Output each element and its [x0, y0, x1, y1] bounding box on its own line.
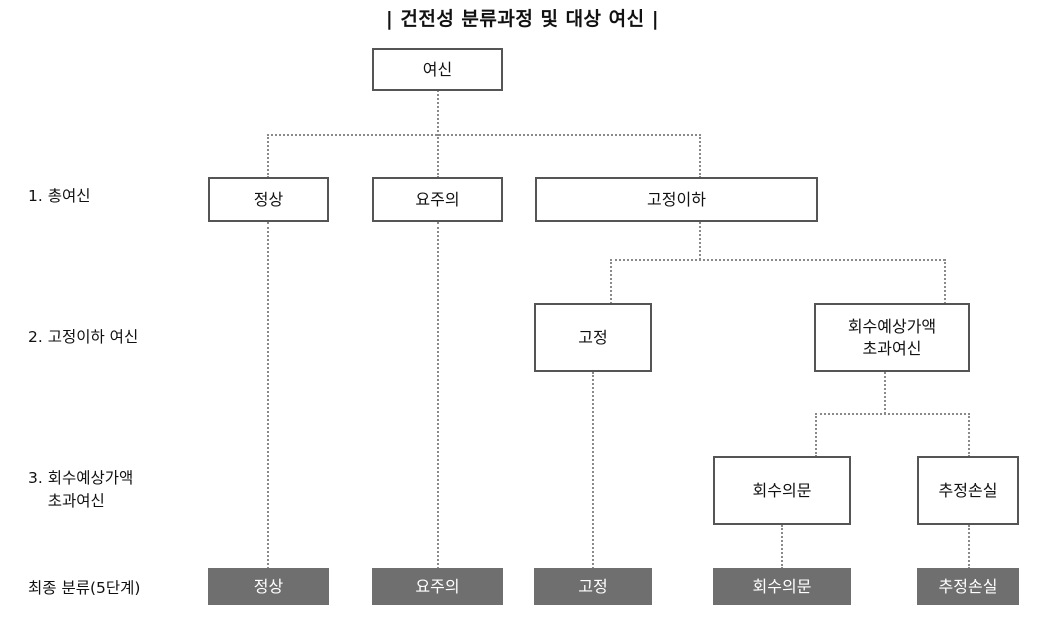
connector-substandard-below-down [699, 222, 701, 260]
node-final-doubtful[interactable]: 회수의문 [713, 568, 851, 605]
connector-excess-recoverable-down [884, 372, 886, 414]
connector-substandard-to-final [592, 372, 594, 569]
connector-level3-bus [815, 413, 970, 415]
connector-precautionary-to-final [437, 222, 439, 569]
connector-to-excess-recoverable [944, 259, 946, 304]
connector-to-substandard [610, 259, 612, 304]
connector-estimated-loss-to-final [968, 525, 970, 569]
node-final-substandard[interactable]: 고정 [534, 568, 652, 605]
node-root[interactable]: 여신 [372, 48, 503, 91]
node-estimated-loss[interactable]: 추정손실 [917, 456, 1019, 525]
row-label-total-credit: 1. 총여신 [28, 187, 91, 205]
node-final-precautionary[interactable]: 요주의 [372, 568, 503, 605]
node-final-estimated-loss[interactable]: 추정손실 [917, 568, 1019, 605]
connector-to-normal [267, 134, 269, 178]
node-final-normal[interactable]: 정상 [208, 568, 329, 605]
row-label-final-classification: 최종 분류(5단계) [28, 579, 141, 597]
node-substandard-below[interactable]: 고정이하 [535, 177, 818, 222]
node-normal[interactable]: 정상 [208, 177, 329, 222]
connector-to-estimated-loss [968, 413, 970, 457]
node-excess-recoverable[interactable]: 회수예상가액 초과여신 [814, 303, 970, 372]
node-precautionary[interactable]: 요주의 [372, 177, 503, 222]
connector-to-precautionary [437, 134, 439, 178]
connector-level1-bus [267, 134, 701, 136]
connector-level2-bus [610, 259, 945, 261]
connector-root-down [437, 90, 439, 136]
node-doubtful[interactable]: 회수의문 [713, 456, 851, 525]
connector-doubtful-to-final [781, 525, 783, 569]
node-substandard[interactable]: 고정 [534, 303, 652, 372]
connector-to-doubtful [815, 413, 817, 457]
page-title: | 건전성 분류과정 및 대상 여신 | [385, 8, 660, 30]
row-label-substandard-below-credit: 2. 고정이하 여신 [28, 328, 139, 346]
connector-normal-to-final [267, 222, 269, 569]
row-label-excess-over-recoverable: 3. 회수예상가액 초과여신 [28, 469, 134, 510]
connector-to-substandard-below [699, 134, 701, 178]
